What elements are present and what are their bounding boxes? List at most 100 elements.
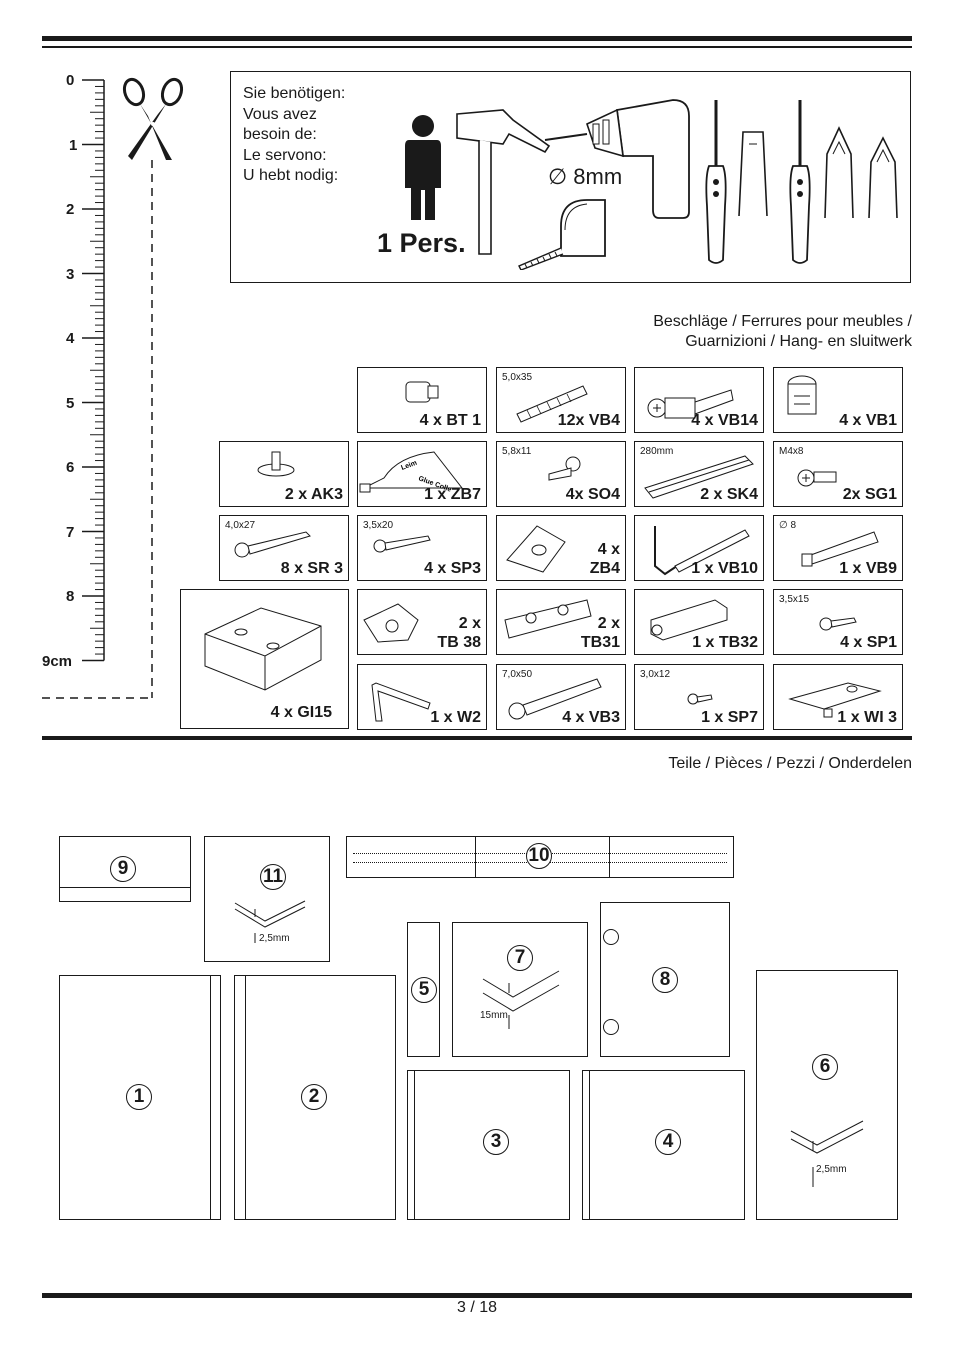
edge-detail-icon <box>790 1120 864 1187</box>
hardware-label: 2x SG1 <box>842 486 897 503</box>
hardware-header-line: Beschläge / Ferrures pour meubles / <box>653 313 912 330</box>
dimension-label: 2,5mm <box>259 933 290 944</box>
hardware-size: 3,0x12 <box>640 669 671 680</box>
part-number-9: 9 <box>110 856 136 882</box>
hardware-label: 4 x BT 1 <box>419 412 481 429</box>
part-number-3: 3 <box>483 1129 509 1155</box>
hardware-size: M4x8 <box>779 446 804 457</box>
hammer-icon <box>456 109 551 255</box>
ruler-label: 7 <box>66 524 75 541</box>
tools-required-text: Sie benötigen: Vous avez besoin de: Le s… <box>243 84 345 187</box>
screwdriver-flat-icon <box>705 100 727 264</box>
footer-rule <box>42 1293 912 1298</box>
part-number-1: 1 <box>126 1084 152 1110</box>
wood-screw-icon <box>373 535 431 553</box>
need-line: Vous avez <box>243 105 317 123</box>
corner-bracket-icon <box>506 525 566 573</box>
hinge-hole <box>603 929 619 945</box>
hardware-size: 3,5x20 <box>363 520 394 531</box>
hardware-size: ∅ 8 <box>779 520 797 531</box>
hardware-ak3: 2 x AK3 <box>219 441 349 507</box>
hardware-label: 2 x SK4 <box>700 486 758 503</box>
hardware-label: 4x SO4 <box>565 486 620 503</box>
drawer-block-icon <box>204 607 322 691</box>
tape-measure-icon <box>518 199 606 270</box>
dowel-cap-icon <box>405 381 439 403</box>
ruler-label: 1 <box>69 137 78 154</box>
part-number-10: 10 <box>526 843 552 869</box>
hardware-label: 1 x VB9 <box>839 560 897 577</box>
hardware-label: TB 38 <box>437 634 481 651</box>
edge-line <box>60 887 190 888</box>
hardware-label: 2 x <box>597 615 620 632</box>
hardware-bt1: 4 x BT 1 <box>357 367 487 433</box>
hardware-label: 1 x ZB7 <box>424 486 481 503</box>
hardware-label: 1 x WI 3 <box>837 709 897 726</box>
hardware-label-multiline: 2 x TB 38 <box>437 614 481 652</box>
angle-bracket-icon <box>788 682 882 718</box>
hardware-label: 4 x VB14 <box>691 412 758 429</box>
connector-bolt-icon <box>647 389 734 419</box>
ruler-label: 9cm <box>42 653 73 670</box>
hook-screw-icon <box>654 526 750 576</box>
hardware-size: 280mm <box>640 446 674 457</box>
mounting-plate-icon <box>504 599 592 639</box>
need-line: Le servono: <box>243 146 327 164</box>
edge-line <box>414 1071 415 1219</box>
hardware-size: 4,0x27 <box>225 520 256 531</box>
hardware-vb4: 5,0x35 12x VB4 <box>496 367 626 433</box>
edge-line <box>245 976 246 1219</box>
hardware-vb10: 1 x VB10 <box>634 515 764 581</box>
screwdriver-pozi-tip-icon <box>868 136 898 219</box>
hardware-label: TB31 <box>580 634 620 651</box>
allen-key-icon <box>371 682 431 722</box>
ruler-label: 0 <box>66 72 75 89</box>
page-number: 3 / 18 <box>456 1299 498 1316</box>
need-line: besoin de: <box>243 126 317 143</box>
top-rule <box>42 36 912 41</box>
hardware-so4: 5,8x11 4x SO4 <box>496 441 626 507</box>
divider <box>475 837 476 877</box>
hardware-tb38: 2 x TB 38 <box>357 589 487 655</box>
rail-profile-icon <box>644 455 754 499</box>
screwdriver-flat-tip-icon <box>738 131 768 217</box>
person-icon <box>405 115 441 220</box>
wall-plug-icon <box>801 531 879 567</box>
hardware-label: 4 x SP3 <box>424 560 481 577</box>
hardware-label: 1 x W2 <box>430 709 481 726</box>
part-11 <box>204 836 330 962</box>
edge-line <box>210 976 211 1219</box>
hardware-size: 7,0x50 <box>502 669 533 680</box>
confirmat-screw-icon <box>508 678 602 720</box>
small-screw-icon <box>687 693 713 705</box>
ruler-label: 6 <box>66 459 75 476</box>
hardware-label: 8 x SR 3 <box>280 560 343 577</box>
hardware-gi15: 4 x GI15 <box>180 589 349 729</box>
hardware-sp7: 3,0x12 1 x SP7 <box>634 664 764 730</box>
hardware-sp3: 3,5x20 4 x SP3 <box>357 515 487 581</box>
hardware-sp1: 3,5x15 4 x SP1 <box>773 589 903 655</box>
part-6 <box>756 970 898 1220</box>
edge-line <box>589 1071 590 1219</box>
hardware-label: ZB4 <box>589 560 620 577</box>
hardware-vb1: 4 x VB1 <box>773 367 903 433</box>
ruler-label: 8 <box>66 588 75 605</box>
hardware-label: 2 x AK3 <box>284 486 343 503</box>
hardware-w2: 1 x W2 <box>357 664 487 730</box>
divider <box>609 837 610 877</box>
hardware-label: 4 x SP1 <box>840 634 897 651</box>
push-latch-icon <box>650 599 728 641</box>
hardware-label: 2 x <box>458 615 481 632</box>
need-line: U hebt nodig: <box>243 167 339 184</box>
part-number-8: 8 <box>652 967 678 993</box>
hardware-vb3: 7,0x50 4 x VB3 <box>496 664 626 730</box>
hardware-label: 4 x VB1 <box>839 412 897 429</box>
part-number-6: 6 <box>812 1054 838 1080</box>
section-rule <box>42 736 912 740</box>
parts-header: Teile / Pièces / Pezzi / Onderdelen <box>668 755 912 772</box>
ruler-label: 3 <box>66 266 75 283</box>
wood-screw-icon <box>819 617 857 631</box>
adjustable-foot-icon <box>257 451 295 477</box>
hinge-hole <box>603 1019 619 1035</box>
